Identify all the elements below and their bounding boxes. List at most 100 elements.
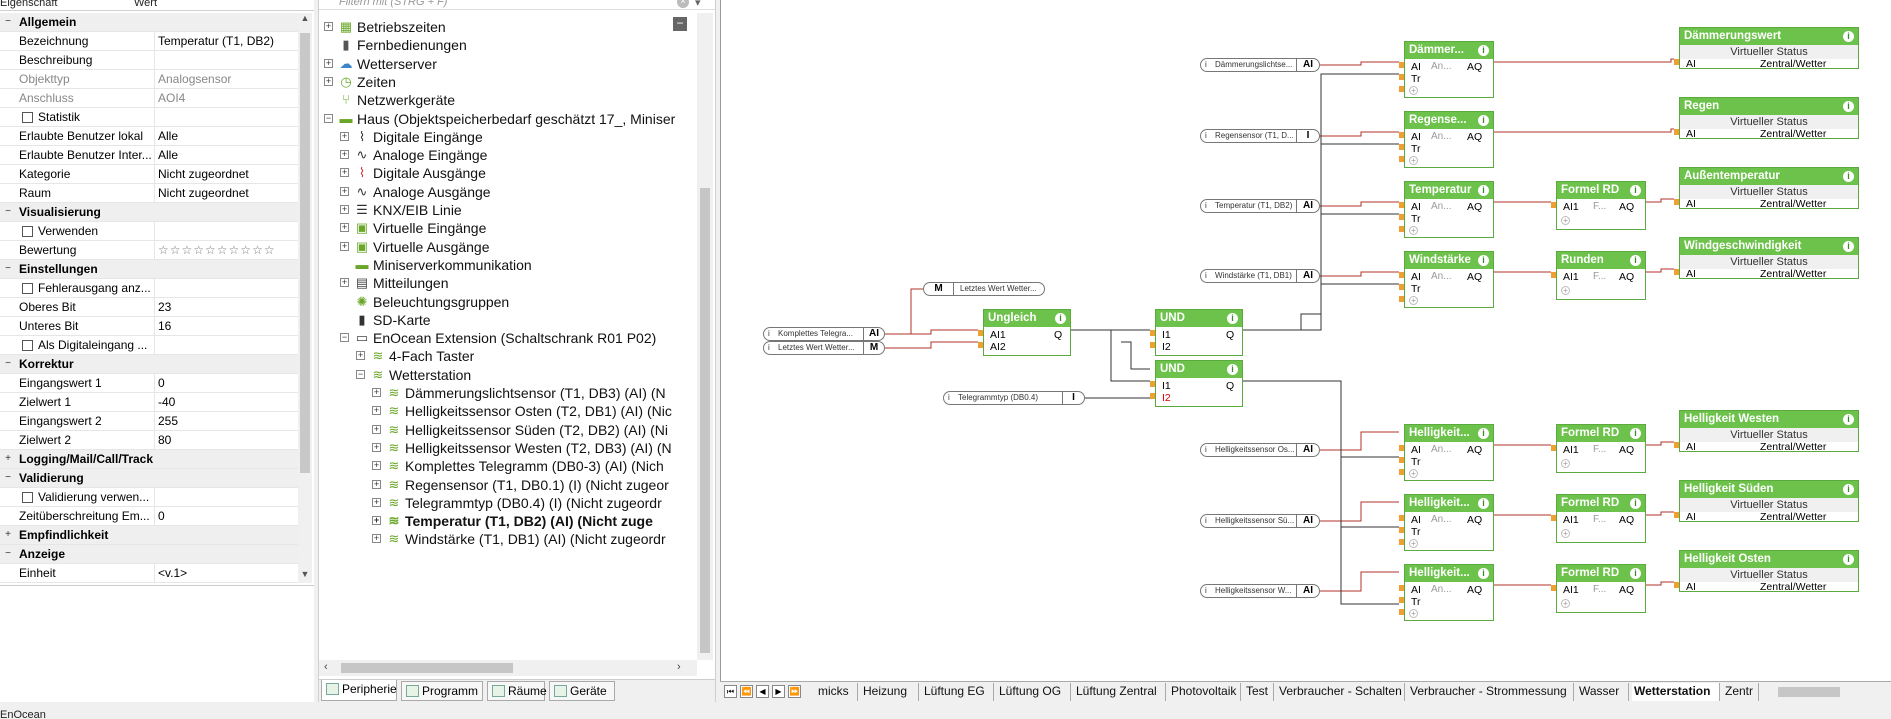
info-icon[interactable]: i [1843, 31, 1854, 42]
sheet-tab[interactable]: Heizung [861, 683, 919, 701]
property-category[interactable]: +Logging/Mail/Call/Track [0, 450, 298, 469]
scroll-thumb[interactable] [341, 663, 513, 673]
property-value[interactable]: AOI4 [158, 91, 186, 105]
expand-icon[interactable]: + [324, 21, 333, 31]
wire[interactable] [1320, 131, 1399, 137]
info-icon[interactable]: i [1478, 428, 1489, 439]
scroll-right-icon[interactable]: › [677, 661, 681, 673]
sheet-tab[interactable]: Wasser [1577, 683, 1629, 701]
connection-pin[interactable] [1399, 214, 1404, 220]
scroll-up-icon[interactable]: ▲ [300, 13, 310, 23]
sheet-nav-button[interactable]: ⏮ [724, 685, 737, 698]
connection-pin[interactable] [1399, 469, 1404, 475]
info-icon[interactable]: i [1843, 484, 1854, 495]
info-icon[interactable]: i [1630, 568, 1641, 579]
sheet-nav-button[interactable]: ⏪ [740, 685, 753, 698]
checkbox[interactable] [22, 226, 33, 237]
info-icon[interactable]: i [1478, 115, 1489, 126]
rating-stars[interactable]: ☆☆☆☆☆☆☆☆☆☆ [158, 243, 276, 257]
collapse-icon[interactable]: − [5, 16, 11, 27]
property-value[interactable]: 255 [158, 414, 179, 428]
expand-icon[interactable]: + [372, 387, 381, 397]
collapse-icon[interactable]: − [324, 112, 333, 123]
info-icon[interactable]: i [1205, 516, 1207, 525]
sheet-tab[interactable]: micks [816, 683, 858, 701]
connection-pin[interactable] [1674, 442, 1679, 448]
wire[interactable] [1071, 329, 1150, 382]
property-category[interactable]: −Korrektur [0, 355, 298, 374]
sheet-tab[interactable]: Lüftung Zentral [1074, 683, 1166, 701]
connection-pin[interactable] [1674, 129, 1679, 135]
add-input-icon[interactable]: + [1409, 609, 1418, 618]
info-icon[interactable]: i [948, 393, 950, 402]
checkbox[interactable] [22, 492, 33, 503]
scroll-left-icon[interactable]: ‹ [324, 661, 328, 673]
tree-node[interactable]: +⌇Digitale Eingänge [319, 126, 697, 148]
connection-pin[interactable] [1399, 597, 1404, 603]
info-icon[interactable]: i [1205, 60, 1207, 69]
connection-pin[interactable] [1150, 381, 1155, 387]
scroll-thumb[interactable] [700, 188, 710, 653]
connection-pin[interactable] [1399, 74, 1404, 80]
info-icon[interactable]: i [1227, 313, 1238, 324]
connection-pin[interactable] [1399, 585, 1404, 591]
tree-node[interactable]: +≋Windstärke (T1, DB1) (AI) (Nicht zugeo… [319, 528, 697, 550]
connection-pin[interactable] [1674, 269, 1679, 275]
scroll-down-icon[interactable]: ▼ [300, 569, 310, 579]
clear-filter-icon[interactable]: × [677, 0, 689, 8]
property-value[interactable]: 80 [158, 433, 172, 447]
connection-pin[interactable] [1674, 59, 1679, 65]
info-icon[interactable]: i [1843, 171, 1854, 182]
collapse-icon[interactable]: − [5, 472, 11, 483]
wire[interactable] [1646, 581, 1674, 586]
collapse-icon[interactable]: − [5, 358, 11, 369]
filter-dropdown-icon[interactable]: ▾ [695, 0, 701, 9]
sheet-tab[interactable]: Zentr [1723, 683, 1759, 701]
info-icon[interactable]: i [1478, 255, 1489, 266]
connection-pin[interactable] [1674, 512, 1679, 518]
info-icon[interactable]: i [768, 343, 770, 352]
tree-node[interactable]: +≋Helligkeitssensor Westen (T2, DB3) (AI… [319, 437, 697, 459]
scroll-thumb[interactable] [1778, 687, 1840, 697]
property-category[interactable]: −Validierung [0, 469, 298, 488]
wire[interactable] [1121, 341, 1150, 370]
tree-node[interactable]: +≋Temperatur (T1, DB2) (AI) (Nicht zuge [319, 510, 697, 532]
connection-pin[interactable] [1150, 342, 1155, 348]
connection-pin[interactable] [1399, 527, 1404, 533]
property-value[interactable]: Temperatur (T1, DB2) [158, 34, 275, 48]
info-icon[interactable]: i [1630, 185, 1641, 196]
expand-icon[interactable]: + [340, 277, 349, 288]
expand-icon[interactable]: + [324, 57, 333, 68]
info-icon[interactable]: i [1843, 554, 1854, 565]
expand-icon[interactable]: + [324, 75, 333, 86]
property-value[interactable]: Analogsensor [158, 72, 232, 86]
collapse-icon[interactable]: − [5, 548, 11, 559]
tree-filter-input[interactable]: Filtern mit (STRG + F) × ▾ [319, 0, 715, 10]
sheet-nav-button[interactable]: ▶ [772, 685, 785, 698]
expand-icon[interactable]: + [340, 185, 349, 196]
wire[interactable] [1494, 128, 1674, 133]
info-icon[interactable]: i [768, 329, 770, 338]
property-value[interactable]: 23 [158, 300, 172, 314]
wire[interactable] [1320, 271, 1399, 277]
wire[interactable] [1320, 571, 1399, 592]
tree-vertical-scrollbar[interactable] [697, 13, 713, 660]
connection-pin[interactable] [978, 330, 983, 336]
add-input-icon[interactable]: + [1409, 86, 1418, 95]
